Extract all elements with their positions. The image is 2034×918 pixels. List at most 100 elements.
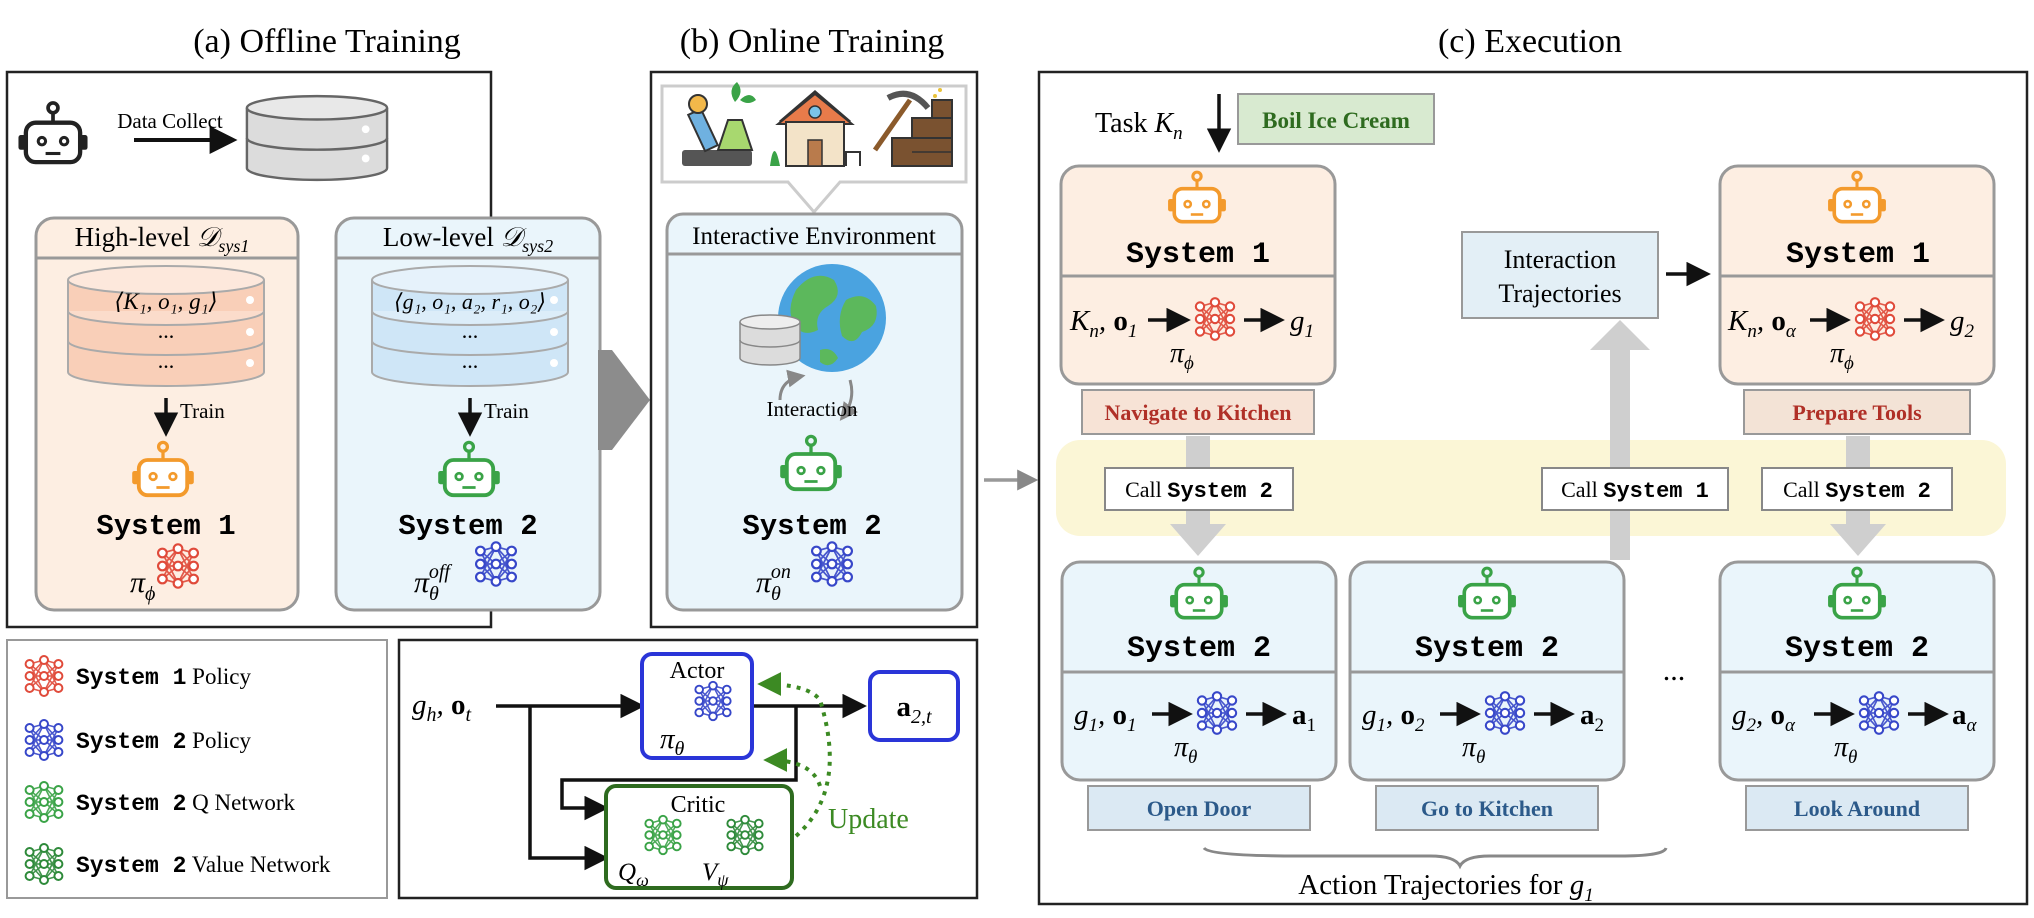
- call-system1-tag: [1541, 467, 1729, 511]
- interaction-trajectories-line1: Interaction: [1504, 245, 1617, 274]
- subgoal-prepare-label: Prepare Tools: [1792, 400, 1922, 425]
- system1-label: System 1: [96, 510, 235, 543]
- house-icon: [770, 90, 861, 167]
- panel-a-title: (a) Offline Training: [193, 23, 461, 60]
- system2-card-1-output: a1: [1292, 699, 1316, 736]
- system1-card-right-policy-icon: [1854, 297, 1896, 341]
- actor-label: Actor: [670, 658, 725, 684]
- system2-card-2-pi: πθ: [1462, 732, 1485, 768]
- v-psi: Vψ: [702, 859, 729, 890]
- subgoal-navigate-label: Navigate to Kitchen: [1105, 400, 1292, 425]
- high-db-row-2: ...: [158, 318, 175, 343]
- system2-card-3-pi: πθ: [1834, 732, 1857, 768]
- update-label: Update: [828, 804, 909, 835]
- actor-pi-theta: πθ: [660, 723, 685, 760]
- subgoal-tag-navigate: [1081, 389, 1315, 435]
- high-db-row-1: ⟨K₁, o₁, g₁⟩: [114, 289, 217, 314]
- legend-item-2: System 2 Policy: [24, 719, 251, 761]
- call-system1-label: Call System 1: [1561, 477, 1709, 504]
- legend-system1-policy-icon: [24, 655, 64, 697]
- interaction-trajectories-line2: Trajectories: [1498, 279, 1621, 308]
- action-go-kitchen-label: Go to Kitchen: [1421, 796, 1553, 821]
- system2-card-3-title: System 2: [1785, 632, 1929, 666]
- panel-c-title: (c) Execution: [1438, 23, 1622, 60]
- critic-label: Critic: [671, 792, 726, 818]
- raw-database-icon: [245, 94, 389, 182]
- legend-box: [6, 639, 388, 899]
- data-collect-label: Data Collect: [117, 109, 223, 133]
- online-system2-policy-icon: [810, 541, 854, 587]
- panel-b-title: (b) Online Training: [680, 23, 944, 60]
- legend-item-1: System 1 Policy: [24, 655, 251, 697]
- system1-policy-icon: [156, 543, 200, 589]
- system1-card-left-input: Kn, o1: [1069, 305, 1137, 342]
- interaction-arrow-down: [839, 379, 858, 421]
- svg-text:System 2 Q Network: System 2 Q Network: [76, 790, 296, 817]
- actor-box: [640, 652, 754, 760]
- update-actor-arrow: [757, 672, 832, 838]
- system2-card-2-policy-icon: [1484, 691, 1526, 735]
- system1-card-left-policy-icon: [1194, 297, 1236, 341]
- offline-to-online-arrow: [598, 350, 650, 450]
- legend-item-3: System 2 Q Network: [24, 781, 296, 823]
- actor-policy-icon: [694, 680, 732, 722]
- low-db-row-2: ...: [462, 318, 479, 343]
- system2-card-1-title: System 2: [1127, 632, 1271, 666]
- low-level-database: [371, 265, 569, 387]
- actor-critic-input: gh, ot: [412, 689, 472, 726]
- call-system2-left-label: Call System 2: [1125, 477, 1273, 504]
- action-output-box: [868, 670, 960, 742]
- action-trajectories-brace: [1202, 846, 1668, 870]
- legend-value-network-icon: [24, 843, 64, 885]
- low-db-row-3: ...: [462, 348, 479, 373]
- interactive-environment-label: Interactive Environment: [692, 223, 936, 250]
- interaction-arrow-up: [778, 369, 806, 401]
- svg-text:System 2 Policy: System 2 Policy: [76, 728, 251, 755]
- system2-policy-icon: [474, 541, 518, 587]
- legend-system2-policy-icon: [24, 719, 64, 761]
- earth-globe-icon: [778, 264, 886, 372]
- system2-card-3-policy-icon: [1858, 691, 1900, 735]
- system2-card-2-output: a2: [1580, 699, 1604, 736]
- task-goal-label: Boil Ice Cream: [1262, 108, 1410, 133]
- system1-card-left-pi: πϕ: [1170, 338, 1194, 374]
- system2-card-1-pi: πθ: [1174, 732, 1197, 768]
- call-system1-arrow: [1590, 320, 1650, 560]
- legend-q-network-icon: [24, 781, 64, 823]
- pi-phi: πϕ: [130, 566, 155, 605]
- env-database-icon: [739, 314, 801, 366]
- science-lab-icon: [682, 82, 756, 166]
- action-tag-open-door: [1087, 785, 1311, 831]
- critic-q-network-icon: [644, 814, 682, 856]
- action-look-around-label: Look Around: [1794, 796, 1920, 821]
- system1-card-left-title: System 1: [1126, 238, 1270, 272]
- mining-icon: [872, 88, 953, 167]
- system2-card-1-policy-icon: [1196, 691, 1238, 735]
- interactive-environment-box: [665, 212, 964, 612]
- low-db-row-1: ⟨g₁, o₁, a₂, r₁, o₂⟩: [394, 289, 546, 314]
- train-label-high: Train: [180, 399, 225, 423]
- ellipsis: ...: [1663, 654, 1686, 687]
- legend-item-4: System 2 Value Network: [24, 843, 331, 885]
- call-system2-left-tag: [1104, 467, 1294, 511]
- critic-box: [604, 784, 794, 890]
- critic-value-network-icon: [726, 814, 764, 856]
- system2-label: System 2: [398, 510, 537, 543]
- system2-card-3-input: g2, oα: [1732, 699, 1796, 736]
- low-level-title: Low-level 𝒟sys2: [383, 222, 553, 256]
- system2-card-3-output: aα: [1952, 699, 1978, 736]
- system1-card-right-output: g2: [1950, 305, 1975, 342]
- svg-text:System 2 Value Network: System 2 Value Network: [76, 852, 331, 879]
- action-trajectories-label: Action Trajectories for g1: [1298, 869, 1593, 906]
- online-system2-label: System 2: [742, 510, 881, 543]
- subgoal-tag-prepare: [1743, 389, 1971, 435]
- pi-theta-off: πθoff: [414, 561, 452, 605]
- action-output-label: a2,t: [896, 691, 932, 728]
- interaction-trajectories-box: [1461, 231, 1659, 319]
- action-open-door-label: Open Door: [1147, 796, 1252, 821]
- call-system2-right-tag: [1761, 467, 1953, 511]
- system1-card-left-output: g1: [1290, 305, 1314, 342]
- high-level-title: High-level 𝒟sys1: [75, 222, 250, 256]
- system2-card-2-input: g1, o2: [1362, 699, 1425, 736]
